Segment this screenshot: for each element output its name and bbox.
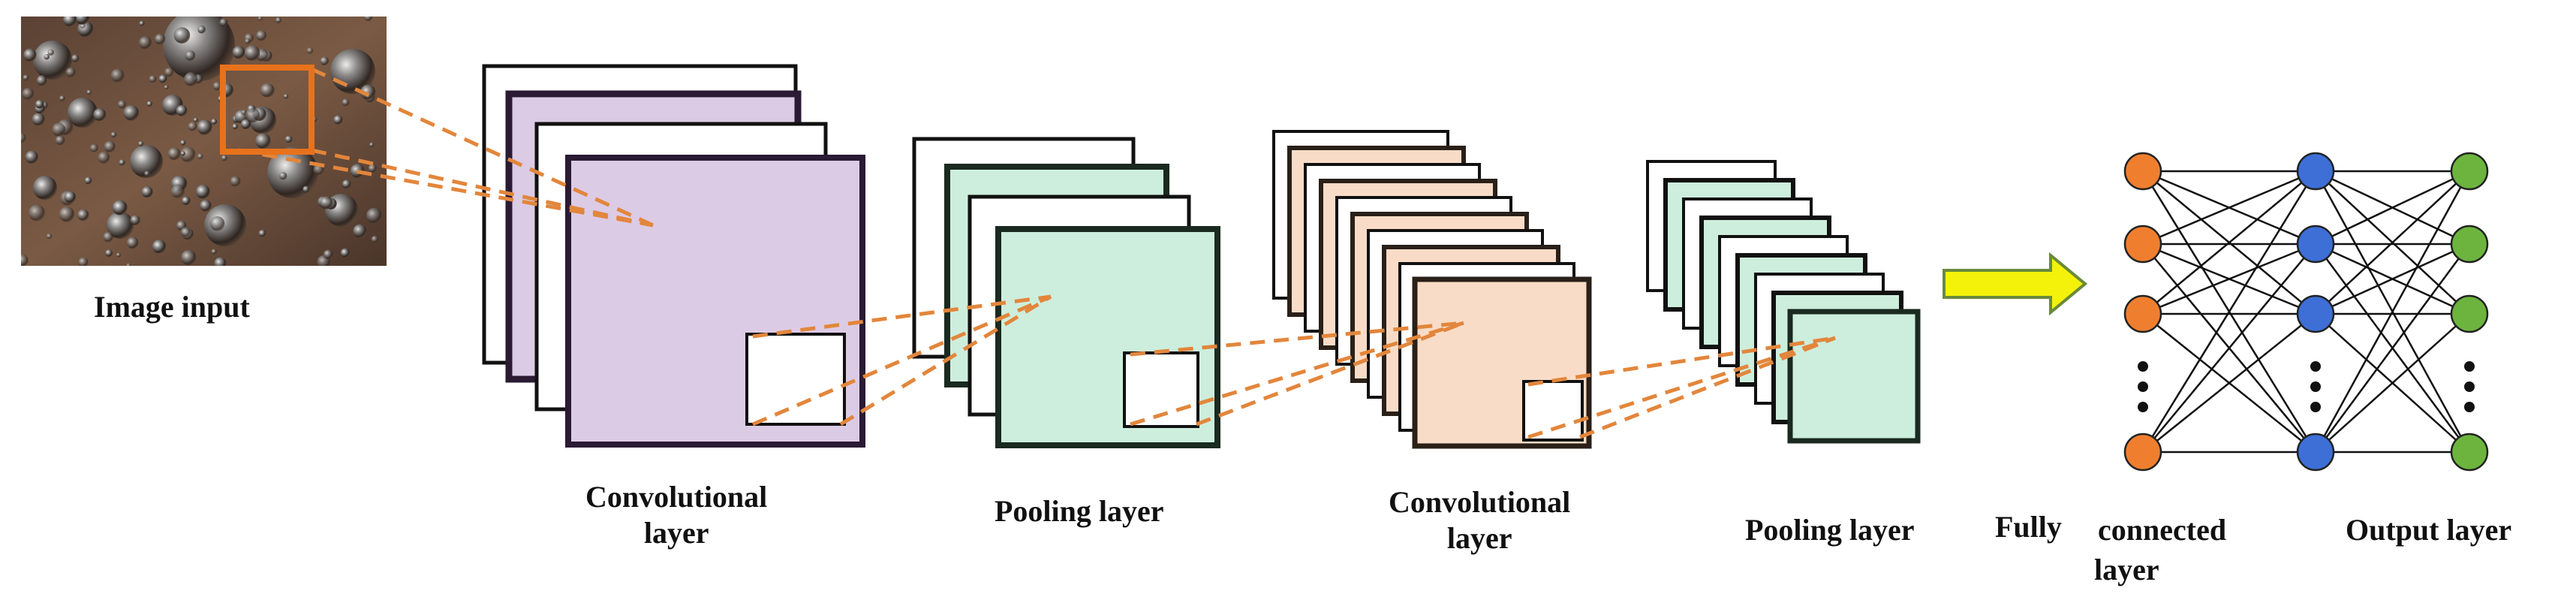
fc-node [2123,225,2162,264]
fc-node [2296,433,2335,472]
label-fc-line3: layer [2094,553,2159,586]
fc-node [2123,294,2162,333]
label-output-layer: Output layer [2346,513,2512,547]
ellipsis-dot [2138,361,2148,372]
label-conv-layer-2-line2: layer [1446,521,1512,555]
fc-node [2450,433,2489,472]
label-conv-layer-2: Convolutional layer [1389,484,1570,556]
pool-layer-2-stack [1646,160,1921,444]
conv-layer-1-stack [482,64,865,448]
input-receptive-field-box [220,65,314,155]
fc-node [2296,294,2335,333]
ellipsis-dot [2310,381,2321,392]
fc-node [2123,152,2162,191]
fc-node [2296,225,2335,264]
label-fc-line2: connected [2098,513,2227,547]
label-pool-layer-2: Pooling layer [1745,513,1915,547]
fc-node [2123,433,2162,472]
ellipsis-dot [2310,402,2321,412]
ellipsis-dot [2464,381,2475,392]
fc-node [2450,225,2489,264]
ellipsis-dot [2464,402,2475,412]
conv-layer-2-stack [1272,130,1592,449]
label-fc-line1: Fully [1995,510,2062,544]
bubble-photo-image [21,17,387,266]
ellipsis-dot [2138,381,2148,392]
fc-node [2296,152,2335,191]
label-image-input: Image input [94,290,250,324]
label-conv-layer-2-line1: Convolutional [1389,485,1571,519]
ellipsis-dot [2310,361,2321,372]
flow-arrow-icon [1943,252,2088,316]
label-conv-layer-1: Convolutional layer [585,479,767,551]
fully-connected-network [2123,152,2489,472]
fc-node [2450,294,2489,333]
ellipsis-dot [2138,402,2148,412]
label-conv-layer-1-line2: layer [643,516,709,550]
label-conv-layer-1-line1: Convolutional [585,480,768,514]
ellipsis-dot [2464,361,2475,372]
label-pool-layer-1: Pooling layer [995,494,1164,528]
fc-node [2450,152,2489,191]
pool-layer-1-stack [912,137,1220,448]
receptive-field-lines [238,67,1836,439]
